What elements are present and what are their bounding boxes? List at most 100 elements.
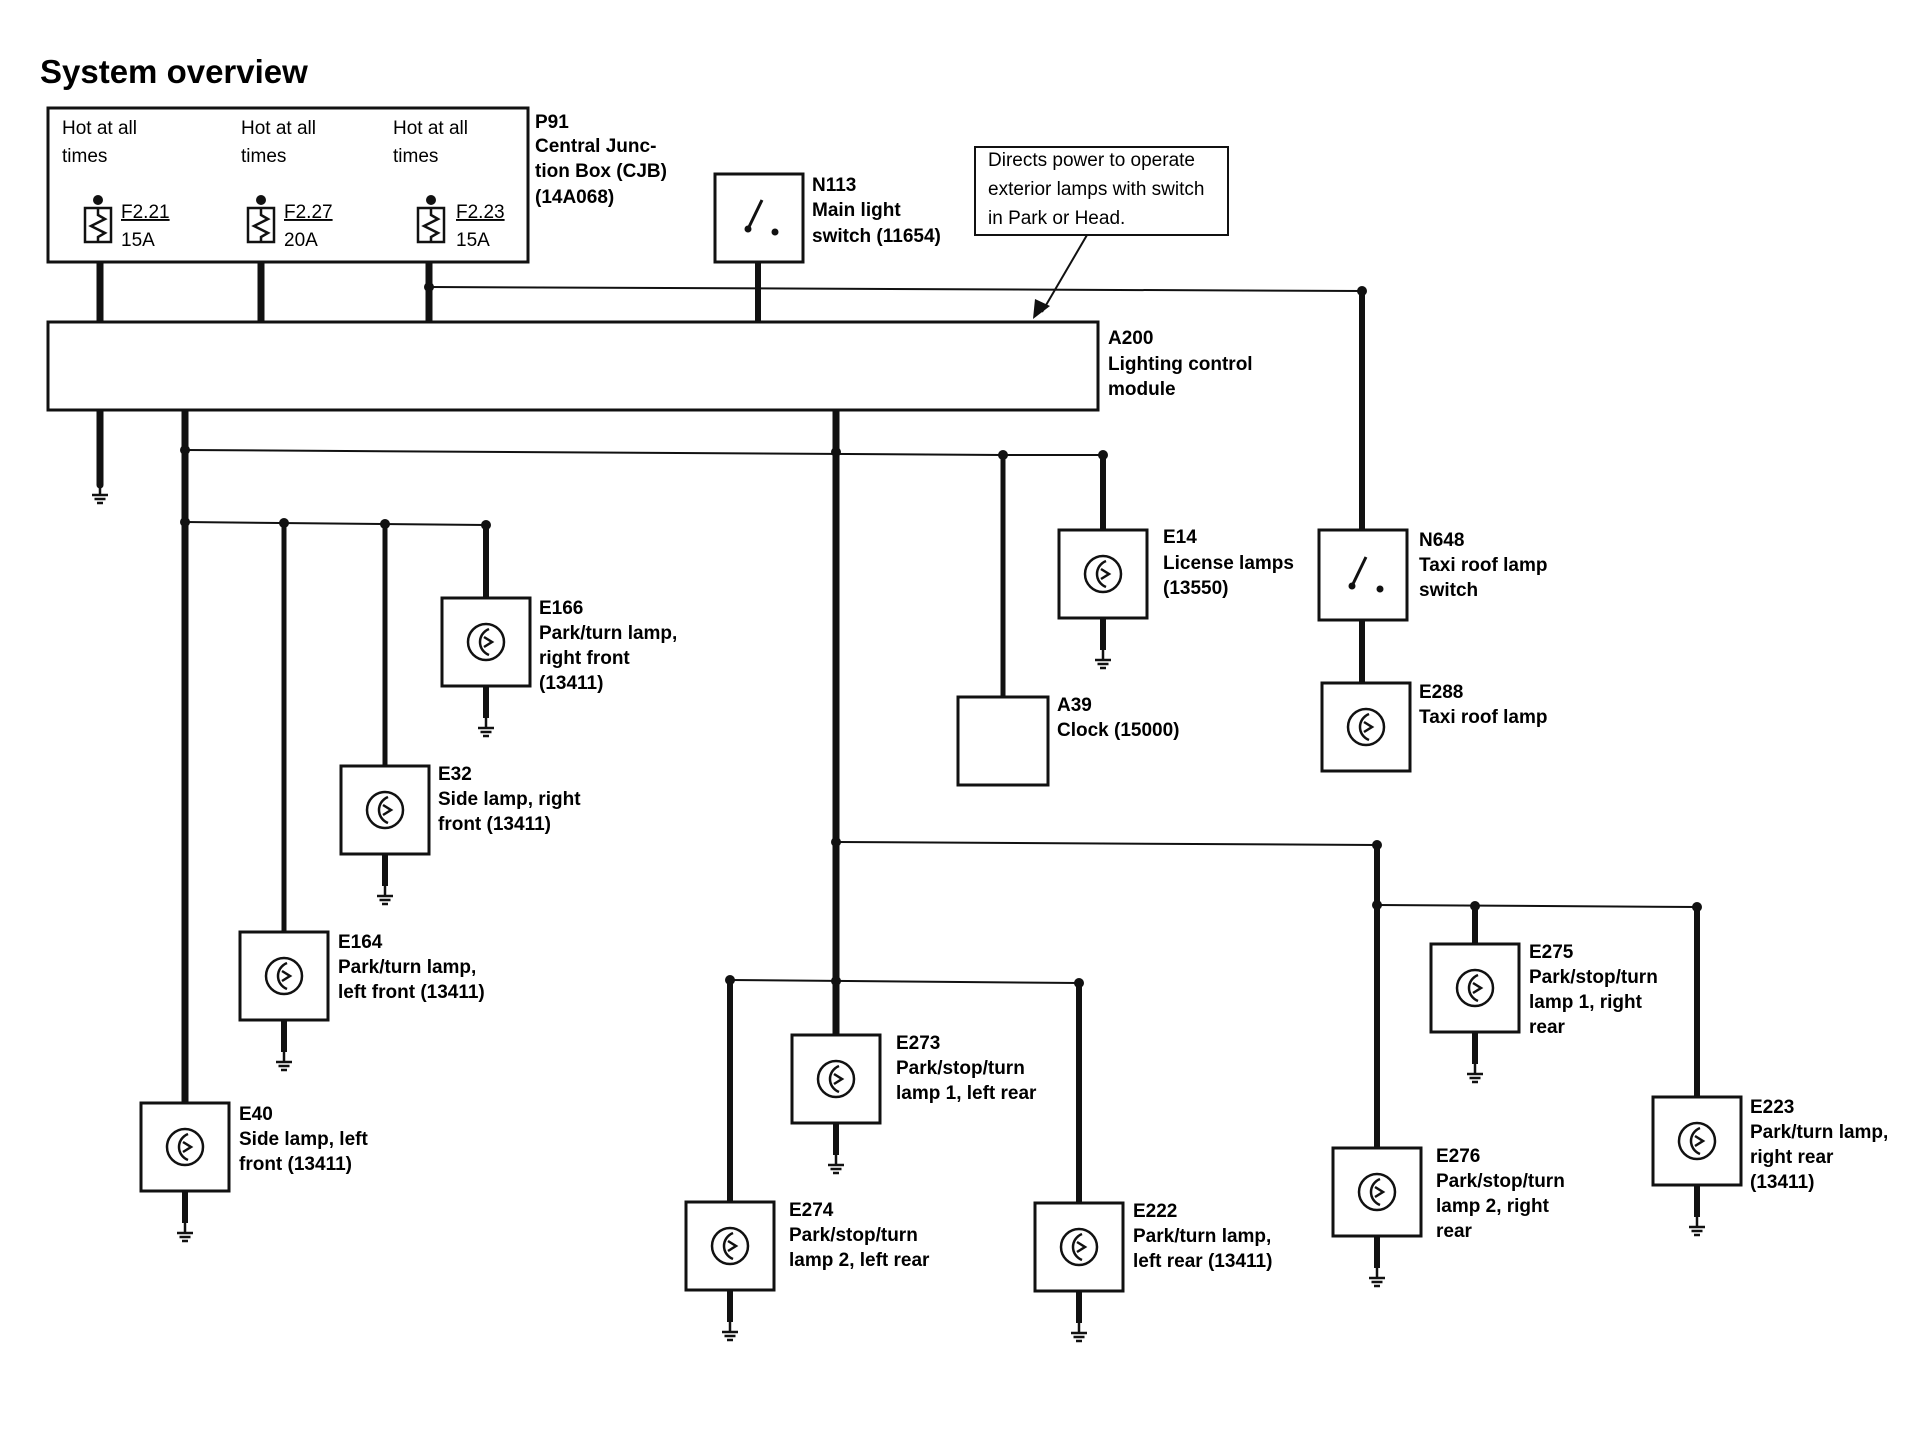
- e32-id: E32: [438, 764, 472, 785]
- e276-label-line: Park/stop/turn: [1436, 1171, 1565, 1192]
- note-line: exterior lamps with switch: [988, 179, 1204, 200]
- a39-id: A39: [1057, 695, 1092, 716]
- e222-label-line: Park/turn lamp,: [1133, 1226, 1271, 1247]
- e164-label-line: left front (13411): [338, 982, 485, 1003]
- e275-label-line: Park/stop/turn: [1529, 967, 1658, 988]
- arrow-head-icon: [1033, 299, 1050, 319]
- junction-dots: [180, 282, 1702, 988]
- lighting-control-module: A200 Lighting control module: [46, 320, 1253, 412]
- n648-label-line: Taxi roof lamp: [1419, 555, 1547, 576]
- taxi-roof-lamp-switch: N648 Taxi roof lamp switch: [1317, 528, 1547, 622]
- park-stop-turn-lamp-2-right-rear: E276 Park/stop/turn lamp 2, right rear: [1331, 1146, 1565, 1288]
- ground-icon: [476, 716, 496, 738]
- ground-icon: [175, 1221, 195, 1243]
- n113-label-line: switch (11654): [812, 226, 941, 247]
- ground-icon: [274, 1050, 294, 1072]
- page-title: System overview: [40, 53, 308, 90]
- e275-label-line: lamp 1, right: [1529, 992, 1643, 1013]
- e14-id: E14: [1163, 527, 1197, 548]
- ground-icon: [1093, 648, 1113, 670]
- fuse-1-rating: 15A: [121, 230, 155, 251]
- cjb-id: P91: [535, 112, 569, 133]
- a200-id: A200: [1108, 328, 1153, 349]
- e32-label-line: Side lamp, right: [438, 789, 581, 810]
- fuse-1-hot-label-2: times: [62, 146, 107, 167]
- e14-label-line: (13550): [1163, 578, 1229, 599]
- e273-label-line: Park/stop/turn: [896, 1058, 1025, 1079]
- side-lamp-right-front: E32 Side lamp, right front (13411): [339, 764, 581, 906]
- e32-label-line: front (13411): [438, 814, 551, 835]
- park-stop-turn-lamp-2-left-rear: E274 Park/stop/turn lamp 2, left rear: [684, 1200, 930, 1342]
- n648-label-line: switch: [1419, 580, 1478, 601]
- fuse-3-rating: 15A: [456, 230, 490, 251]
- clock: A39 Clock (15000): [956, 695, 1180, 787]
- park-turn-lamp-right-front: E166 Park/turn lamp, right front (13411): [440, 596, 677, 738]
- e166-label-line: right front: [539, 648, 630, 669]
- license-lamps: E14 License lamps (13550): [1057, 527, 1294, 670]
- fuse-3-hot-label: Hot at all: [393, 118, 468, 139]
- park-turn-lamp-left-rear: E222 Park/turn lamp, left rear (13411): [1033, 1201, 1272, 1343]
- e288-id: E288: [1419, 682, 1463, 703]
- e166-id: E166: [539, 598, 583, 619]
- e40-label-line: Side lamp, left: [239, 1129, 368, 1150]
- n113-id: N113: [812, 175, 856, 196]
- fuse-3-hot-label-2: times: [393, 146, 438, 167]
- n113-label-line: Main light: [812, 200, 901, 221]
- e164-id: E164: [338, 932, 383, 953]
- e166-label-line: Park/turn lamp,: [539, 623, 677, 644]
- park-stop-turn-lamp-1-right-rear: E275 Park/stop/turn lamp 1, right rear: [1429, 942, 1658, 1084]
- wires: [96, 244, 1700, 1206]
- park-turn-lamp-left-front: E164 Park/turn lamp, left front (13411): [238, 930, 485, 1072]
- e40-label-line: front (13411): [239, 1154, 352, 1175]
- e274-label-line: Park/stop/turn: [789, 1225, 918, 1246]
- ground-icon: [1465, 1062, 1485, 1084]
- e274-id: E274: [789, 1200, 834, 1221]
- ground-icon: [90, 483, 110, 505]
- taxi-roof-lamp: E288 Taxi roof lamp: [1320, 681, 1547, 773]
- e166-label-line: (13411): [539, 673, 603, 694]
- n648-id: N648: [1419, 530, 1464, 551]
- e14-label-line: License lamps: [1163, 553, 1294, 574]
- e273-id: E273: [896, 1033, 940, 1054]
- fuse-1-hot-label: Hot at all: [62, 118, 137, 139]
- e276-label-line: lamp 2, right: [1436, 1196, 1550, 1217]
- ground-icon: [1687, 1215, 1707, 1237]
- e273-label-line: lamp 1, left rear: [896, 1083, 1037, 1104]
- cjb-label-line: (14A068): [535, 187, 614, 208]
- cjb-label-line: Central Junc-: [535, 136, 656, 157]
- fuse-3-id: F2.23: [456, 202, 505, 223]
- switch-icon: [744, 199, 779, 236]
- a39-label-line: Clock (15000): [1057, 720, 1180, 741]
- ground-icon: [720, 1320, 740, 1342]
- fuse-2-rating: 20A: [284, 230, 318, 251]
- e40-id: E40: [239, 1104, 273, 1125]
- a200-label-line: Lighting control: [1108, 354, 1253, 375]
- ground-icon: [375, 884, 395, 906]
- side-lamp-left-front: E40 Side lamp, left front (13411): [139, 1101, 368, 1243]
- e223-id: E223: [1750, 1097, 1794, 1118]
- cjb-label-line: tion Box (CJB): [535, 161, 667, 182]
- e275-id: E275: [1529, 942, 1574, 963]
- park-turn-lamp-right-rear: E223 Park/turn lamp, right rear (13411): [1651, 1095, 1888, 1237]
- main-light-switch: N113 Main light switch (11654): [713, 172, 941, 264]
- a200-label-line: module: [1108, 379, 1176, 400]
- fuse-2-hot-label-2: times: [241, 146, 286, 167]
- e223-label-line: Park/turn lamp,: [1750, 1122, 1888, 1143]
- switch-icon: [1348, 556, 1384, 593]
- fuse-2-hot-label: Hot at all: [241, 118, 316, 139]
- e222-id: E222: [1133, 1201, 1177, 1222]
- e164-label-line: Park/turn lamp,: [338, 957, 476, 978]
- note-line: Directs power to operate: [988, 150, 1195, 171]
- ground-icon: [1069, 1321, 1089, 1343]
- cjb-label: P91 Central Junc- tion Box (CJB) (14A068…: [535, 112, 667, 208]
- note-line: in Park or Head.: [988, 208, 1125, 229]
- e274-label-line: lamp 2, left rear: [789, 1250, 930, 1271]
- park-stop-turn-lamp-1-left-rear: E273 Park/stop/turn lamp 1, left rear: [790, 1033, 1037, 1175]
- e223-label-line: (13411): [1750, 1172, 1814, 1193]
- e275-label-line: rear: [1529, 1017, 1566, 1038]
- central-junction-box: Hot at all times Hot at all times Hot at…: [46, 106, 530, 264]
- e276-label-line: rear: [1436, 1221, 1473, 1242]
- ground-icon: [826, 1153, 846, 1175]
- e288-label-line: Taxi roof lamp: [1419, 707, 1547, 728]
